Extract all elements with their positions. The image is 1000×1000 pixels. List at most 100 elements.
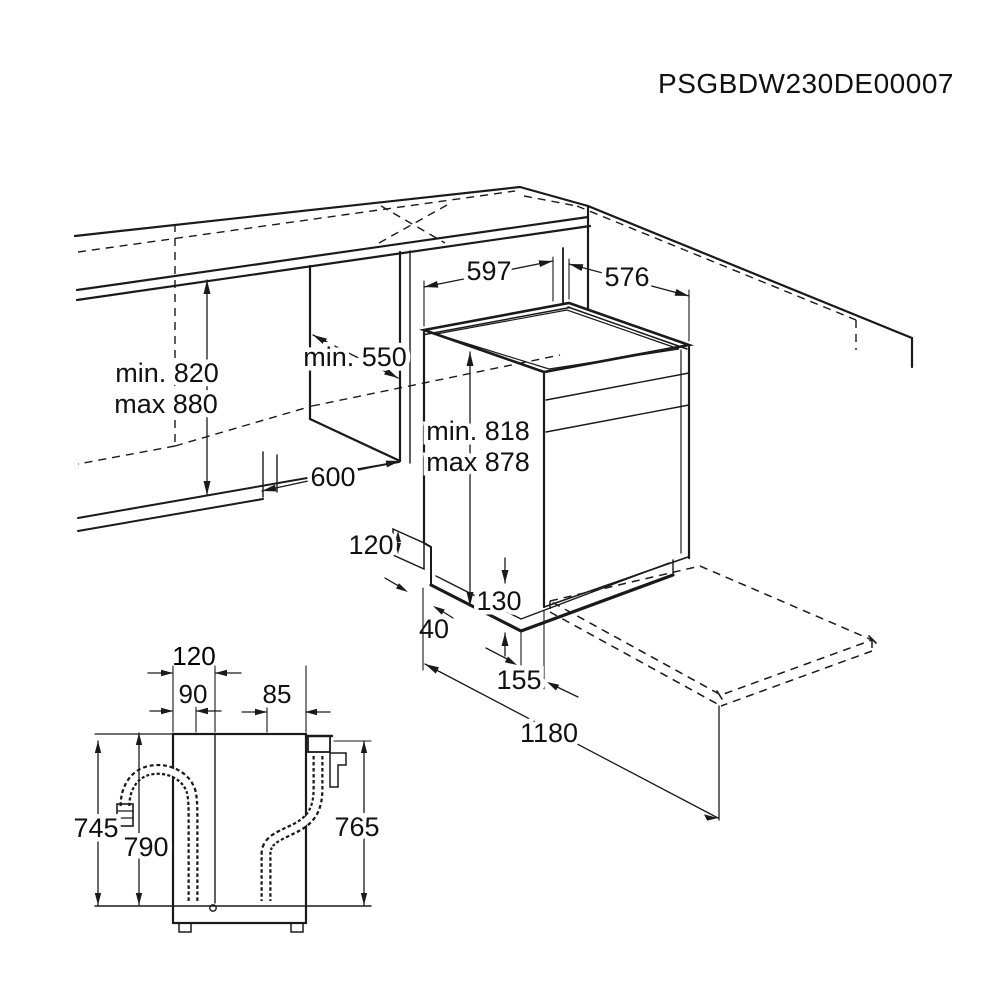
hidden-niche-top-a bbox=[378, 204, 448, 244]
dishwasher bbox=[392, 301, 695, 633]
arrow-r120-right bbox=[215, 669, 227, 677]
dim-height-max: max 878 bbox=[426, 447, 530, 477]
dim-576: 576 bbox=[604, 262, 649, 292]
floor-plinth-edge bbox=[77, 498, 264, 532]
dim-rear-drain-offset: 90 bbox=[179, 679, 208, 709]
arrow-765-top bbox=[360, 741, 368, 753]
counter-right-wing-edge bbox=[586, 204, 914, 340]
arrow-745-top bbox=[94, 741, 102, 753]
arrow-790-top bbox=[135, 733, 143, 745]
dim-door-open-depth: 1180 bbox=[520, 718, 578, 748]
platform-corner-tick-right bbox=[868, 635, 877, 644]
dw-plinth-step bbox=[423, 542, 432, 548]
arrow-130-up bbox=[501, 633, 509, 646]
dim-drain-height: 745 bbox=[73, 813, 118, 843]
dim-plinth-inset: 40 bbox=[419, 614, 449, 644]
rear-cabinet-outline bbox=[171, 732, 308, 925]
dim-niche-width: 600 bbox=[310, 462, 355, 492]
arrow-40-b bbox=[433, 606, 445, 615]
arrow-550-upper bbox=[313, 335, 327, 345]
arrow-r90-right bbox=[196, 707, 208, 715]
counter-end-edge bbox=[518, 185, 590, 208]
hidden-counter-back-line bbox=[77, 190, 516, 253]
arrow-745-bottom bbox=[94, 893, 102, 905]
arrow-1180-lower bbox=[704, 814, 718, 821]
dim-597-line bbox=[423, 260, 554, 288]
platform-corner-tick-front bbox=[716, 690, 723, 700]
counter-front-top-edge bbox=[75, 215, 590, 292]
dim-cabinet-height-min: min. 820 bbox=[115, 358, 219, 388]
open-door-platform bbox=[547, 565, 877, 821]
hidden-counter-end-line bbox=[523, 195, 578, 207]
floor-front-edge bbox=[77, 461, 400, 519]
dim-1180-line bbox=[424, 663, 719, 819]
arrow-600-left bbox=[262, 484, 277, 492]
platform-thickness-left bbox=[549, 611, 722, 707]
drain-hose-core bbox=[121, 766, 197, 901]
arrow-576-right bbox=[674, 289, 689, 296]
counter-cabinet bbox=[73, 185, 914, 532]
dimensions-main: 597 576 min. 818 max 878 min. 820 max 88… bbox=[110, 252, 719, 821]
dw-plinth-recess-flag bbox=[392, 527, 425, 571]
rear-foot-left bbox=[178, 922, 192, 933]
dw-base-bottom-left bbox=[429, 583, 523, 633]
niche-left-wall-bottom-edge bbox=[308, 417, 402, 463]
hidden-niche-top-b bbox=[380, 205, 446, 244]
hidden-floor-left bbox=[77, 445, 176, 465]
arrow-155-b bbox=[547, 682, 560, 691]
dim-plinth-recess: 120 bbox=[348, 530, 393, 560]
arrow-600-right bbox=[385, 460, 400, 468]
arrow-40-a bbox=[396, 583, 408, 592]
arrow-576-left bbox=[569, 264, 584, 271]
dw-control-panel-line1 bbox=[545, 372, 690, 401]
arrow-818-bottom bbox=[466, 592, 474, 606]
arrow-r85-left bbox=[255, 708, 267, 716]
dim-height-min: min. 818 bbox=[426, 416, 530, 446]
dim-rear-inlet-offset: 85 bbox=[263, 679, 292, 709]
plinth-recess-arrow-up bbox=[395, 531, 401, 542]
rear-cord-outlet bbox=[209, 904, 217, 912]
plinth-recess-arrow-down bbox=[395, 543, 401, 554]
counter-front-bottom-edge bbox=[75, 224, 592, 302]
rear-foot-right bbox=[290, 922, 304, 933]
dim-cord-height: 790 bbox=[123, 832, 168, 862]
arrow-790-bottom bbox=[135, 893, 143, 905]
inlet-hose-core bbox=[262, 756, 322, 901]
arrow-820-bottom bbox=[203, 481, 211, 495]
drain-hose-end-fitting bbox=[116, 803, 134, 827]
arrow-550-lower bbox=[384, 368, 398, 378]
drawing-code: PSGBDW230DE00007 bbox=[658, 68, 954, 99]
dim-600-line bbox=[261, 460, 401, 492]
dim-base-inset: 155 bbox=[496, 665, 541, 695]
arrow-r85-right bbox=[305, 708, 317, 716]
dw-control-panel-line2 bbox=[545, 404, 690, 433]
arrow-155-a bbox=[504, 656, 517, 665]
inlet-bracket bbox=[329, 752, 347, 788]
arrow-597-left bbox=[424, 281, 439, 288]
counter-back-edge bbox=[73, 185, 522, 238]
dw-door-bottom-edge bbox=[543, 556, 689, 608]
arrow-597-right bbox=[538, 260, 553, 267]
dw-base-bottom-front bbox=[519, 573, 675, 633]
arrow-r120-left bbox=[161, 669, 173, 677]
dw-base-top-line bbox=[435, 562, 670, 620]
dim-597: 597 bbox=[466, 256, 511, 286]
dim-cabinet-height-max: max 880 bbox=[114, 389, 218, 419]
platform-thickness-right bbox=[720, 650, 873, 707]
arrow-130-down bbox=[501, 570, 509, 583]
dim-576-line bbox=[568, 263, 690, 297]
dim-base-height: 130 bbox=[476, 586, 521, 616]
arrow-820-top bbox=[203, 280, 211, 294]
dw-top-rim-right bbox=[567, 306, 688, 350]
arrow-1180-upper bbox=[425, 664, 439, 674]
arrow-818-top bbox=[466, 352, 474, 366]
dw-top-inner bbox=[435, 309, 680, 370]
dim-inlet-height: 765 bbox=[334, 812, 379, 842]
dw-top-rim-left bbox=[424, 306, 571, 336]
dim-550-line bbox=[312, 334, 399, 379]
platform-top bbox=[547, 565, 875, 696]
arrow-r90-left bbox=[161, 707, 173, 715]
inlet-valve bbox=[307, 735, 331, 753]
